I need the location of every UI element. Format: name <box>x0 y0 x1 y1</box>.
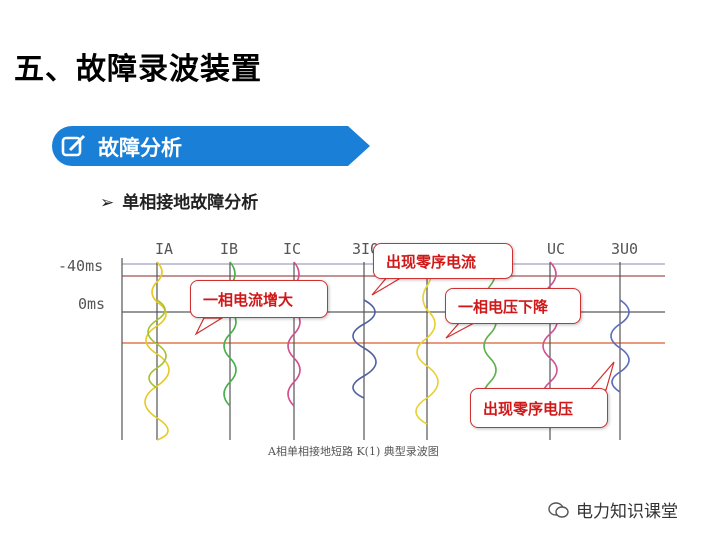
footer-text: 电力知识课堂 <box>576 502 678 522</box>
waveform-3i0 <box>352 299 377 399</box>
subheading: ➢ 单相接地故障分析 <box>100 188 258 213</box>
channel-label-ic: IC <box>283 240 301 258</box>
footer-brand: 电力知识课堂 <box>548 497 678 522</box>
waveform-uc <box>542 261 558 407</box>
callout-current-increase: 一相电流增大 <box>190 280 328 318</box>
wechat-icon <box>548 501 569 518</box>
bullet-arrow-icon: ➢ <box>100 193 115 213</box>
time-label-minus40: -40ms <box>58 257 103 275</box>
waveform-ia <box>144 261 170 441</box>
channel-label-3u0: 3U0 <box>611 240 638 258</box>
banner-label: 故障分析 <box>98 136 182 160</box>
waveform-3u0 <box>610 299 630 393</box>
waveform-ia-overlay <box>147 299 167 389</box>
page-title: 五、故障录波装置 <box>14 52 262 87</box>
callout-zero-seq-current: 出现零序电流 <box>373 243 513 279</box>
callout-voltage-drop: 一相电压下降 <box>445 288 581 324</box>
time-label-zero: 0ms <box>78 295 105 313</box>
channel-label-ia: IA <box>155 240 173 258</box>
section-banner: 故障分析 <box>52 126 370 166</box>
channel-label-uc: UC <box>547 240 565 258</box>
figure-caption: A相单相接地短路 K(1) 典型录波图 <box>267 444 439 458</box>
callout-zero-seq-voltage: 出现零序电压 <box>470 388 608 428</box>
waveform-yellow <box>415 261 439 425</box>
channel-label-ib: IB <box>220 240 238 258</box>
edit-icon <box>61 134 86 157</box>
waveform-ua <box>483 261 497 407</box>
subheading-text: 单相接地故障分析 <box>122 193 259 213</box>
channel-label-3i0: 3I0 <box>352 240 379 258</box>
